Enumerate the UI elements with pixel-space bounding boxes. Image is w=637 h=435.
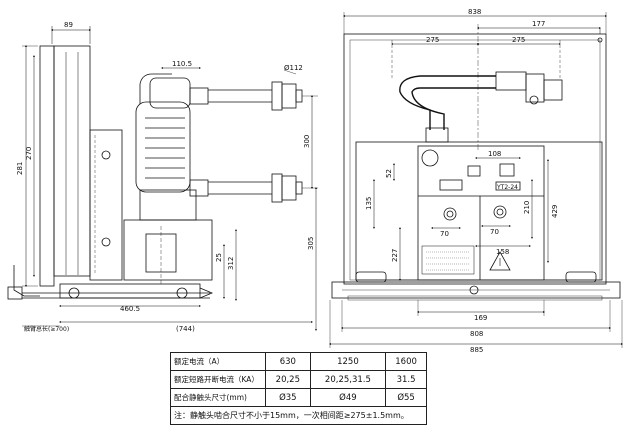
dim-contact-dia: Ø112	[284, 64, 303, 72]
table-cell: Ø35	[265, 388, 311, 407]
side-view	[7, 26, 318, 331]
dim-contact-pitch: 110.5	[172, 60, 192, 68]
table-cell: 20,25	[265, 370, 311, 389]
table-cell: 630	[265, 352, 311, 371]
dim-v-429: 429	[551, 205, 559, 218]
table-cell: 20,25,31.5	[309, 370, 387, 389]
dim-overall-depth: (744)	[176, 325, 195, 333]
table-note: 注：静触头啮合尺寸不小于15mm，一次相间距≥275±1.5mm。	[170, 406, 427, 425]
table-row: 额定短路开断电流（KA） 20,25 20,25,31.5 31.5	[170, 370, 427, 389]
dim-v-135: 135	[365, 197, 373, 210]
dim-width-885: 885	[470, 346, 483, 354]
dim-top-width: 89	[64, 21, 73, 29]
table-cell: Ø55	[385, 388, 427, 407]
dim-v-210: 210	[523, 201, 531, 214]
spec-table: 额定电流（A） 630 1250 1600 额定短路开断电流（KA） 20,25…	[170, 352, 427, 425]
table-row: 配合静触头尺寸(mm) Ø35 Ø49 Ø55	[170, 388, 427, 407]
dim-r70-a: 70	[440, 230, 449, 238]
dim-d169: 169	[474, 314, 487, 322]
table-cell: Ø49	[309, 388, 387, 407]
table-cell: 1600	[385, 352, 427, 371]
row-label-contact-size: 配合静触头尺寸(mm)	[170, 388, 266, 407]
table-row: 额定电流（A） 630 1250 1600	[170, 352, 427, 371]
row-label-breaking-current: 额定短路开断电流（KA）	[170, 370, 266, 389]
dim-pole-left: 275	[426, 36, 439, 44]
dim-overall-width-top: 838	[468, 8, 481, 16]
front-view	[329, 12, 623, 348]
dim-height-inner: 270	[25, 147, 33, 160]
table-row: 注：静触头啮合尺寸不小于15mm，一次相间距≥275±1.5mm。	[170, 406, 427, 425]
dim-base-depth: 460.5	[120, 305, 140, 313]
dim-vertical-300: 300	[303, 135, 311, 148]
dim-height-total: 281	[16, 162, 24, 175]
dim-h-108: 108	[488, 150, 501, 158]
dim-pole-right: 275	[512, 36, 525, 44]
dim-r70-b: 70	[490, 228, 499, 236]
dim-vertical-25: 25	[215, 253, 223, 262]
dim-vertical-305: 305	[307, 237, 315, 250]
tag-label: YT2-24	[496, 184, 518, 191]
dim-v-227: 227	[391, 249, 399, 262]
dim-bottom-note: 触臂总长(≥700)	[24, 325, 69, 333]
dim-width-808: 808	[470, 330, 483, 338]
row-label-rated-current: 额定电流（A）	[170, 352, 266, 371]
table-cell: 1250	[309, 352, 387, 371]
dim-vertical-312: 312	[227, 257, 235, 270]
dim-d158: 158	[496, 248, 509, 256]
table-cell: 31.5	[385, 370, 427, 389]
dim-h-52: 52	[385, 169, 393, 178]
dim-offset-177: 177	[532, 20, 545, 28]
